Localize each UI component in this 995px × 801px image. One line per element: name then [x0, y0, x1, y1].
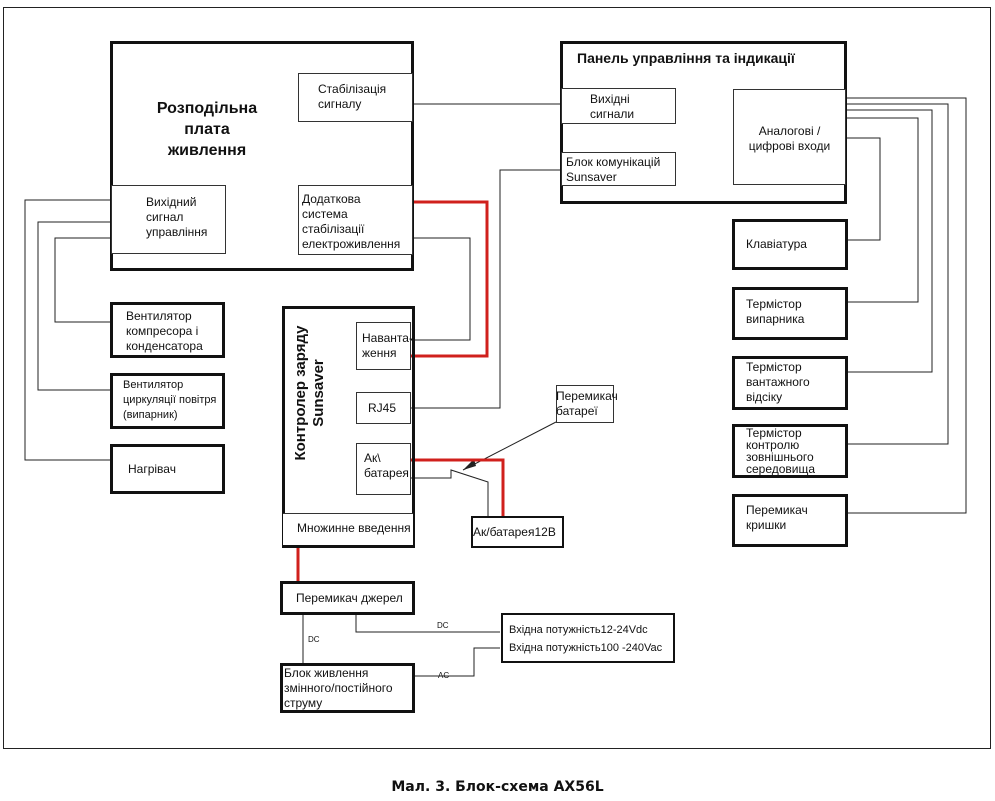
- wire-rj45: [411, 169, 562, 409]
- control-panel-title: Панель управління та індикації: [577, 50, 795, 66]
- wire-therm-evap: [846, 117, 919, 303]
- rj45-label: RJ45: [368, 401, 397, 415]
- wire-therm-env: [846, 103, 949, 445]
- multi-input-block: [283, 513, 413, 545]
- signal-stab-label: Стабілізація сигналу: [318, 82, 387, 111]
- load-label: Наванта- ження: [362, 331, 413, 360]
- multi-input-label: Множинне введення: [297, 521, 411, 535]
- fan-circulation-label: Вентилятор циркуляції повітря (випарник): [123, 379, 217, 421]
- extra-stab-block: [298, 185, 413, 255]
- charge-controller: [282, 306, 415, 548]
- panel-comm-label: Блок комунікацій Sunsaver: [566, 155, 661, 184]
- wire-label-ac: AC: [438, 671, 450, 680]
- battery-port-block: [356, 443, 411, 495]
- panel-outputs-block: [561, 88, 676, 124]
- thermistor-cargo-block: [732, 356, 848, 410]
- switch-arrowhead: [463, 459, 476, 470]
- wire-fan-circ: [37, 221, 111, 391]
- wire-fan-comp: [54, 237, 111, 323]
- thermistor-env-block: [732, 424, 848, 478]
- wire-dc-top: [355, 614, 500, 633]
- wire-therm-cargo: [846, 109, 933, 373]
- wire-label-dc-left: DC: [308, 635, 320, 644]
- thermistor-cargo-label: Термістор вантажного відсіку: [746, 360, 810, 404]
- figure-caption: Мал. 3. Блок-схема AX56L: [391, 779, 604, 795]
- extra-stab-label: Додаткова система стабілізації електрожи…: [302, 192, 401, 251]
- power-board: [110, 41, 414, 271]
- input-power-line2: Вхідна потужність100 -240Vac: [509, 642, 663, 654]
- battery-switch-label: Перемикач батареї: [556, 389, 618, 418]
- thermistor-evap-block: [732, 287, 848, 340]
- power-wire-battery: [411, 458, 505, 516]
- battery-12v-block: [471, 516, 564, 548]
- wire-heater: [24, 199, 111, 461]
- panel-comm-block: [561, 152, 676, 186]
- wire-ac: [412, 647, 500, 677]
- fan-circulation-block: [110, 373, 225, 429]
- psu-block: [280, 663, 415, 713]
- wire-switch-arrow: [462, 421, 557, 471]
- load-block: [356, 322, 411, 370]
- battery-switch-block: [556, 385, 614, 423]
- wire-keyboard: [846, 137, 881, 241]
- fan-compressor-block: [110, 302, 225, 358]
- wire-label-dc-top: DC: [437, 621, 449, 630]
- input-power-line1: Вхідна потужність12-24Vdc: [509, 624, 648, 636]
- wire-stab-load: [411, 237, 471, 341]
- power-board-title: Розподільна плата живлення: [156, 100, 258, 159]
- battery-12v-label: Ак/батарея12В: [473, 525, 556, 539]
- lid-switch-label: Перемикач кришки: [746, 503, 808, 532]
- control-out-block: [111, 185, 226, 254]
- input-power-block: [501, 613, 675, 663]
- signal-stab-block: [298, 73, 413, 122]
- thermistor-env-label: Термістор контролю зовнішнього середовищ…: [746, 427, 816, 475]
- panel-outputs-label: Вихідні сигнали: [590, 92, 635, 121]
- control-out-label: Вихідний сигнал управління: [146, 195, 208, 239]
- rj45-block: [356, 392, 411, 424]
- panel-inputs-label: Аналогові / цифрові входи: [748, 124, 831, 153]
- power-wire-stab-load: [411, 200, 489, 358]
- lid-switch-block: [732, 494, 848, 547]
- source-switch-label: Перемикач джерел: [296, 591, 403, 605]
- diagram-frame: [3, 7, 991, 749]
- wire-bat-switch: [411, 469, 489, 516]
- wire-lid: [846, 97, 967, 514]
- thermistor-evap-label: Термістор випарника: [746, 297, 805, 326]
- heater-label: Нагрівач: [128, 462, 176, 476]
- panel-inputs-block: [733, 89, 846, 185]
- source-switch-block: [280, 581, 415, 615]
- battery-port-label: Ак\ батарея: [364, 451, 409, 480]
- fan-compressor-label: Вентилятор компресора і конденсатора: [126, 309, 203, 353]
- psu-label: Блок живлення змінного/постійного струму: [284, 666, 393, 710]
- charge-controller-title: Контролер заряду Sunsaver: [292, 325, 327, 461]
- keyboard-block: [732, 219, 848, 270]
- heater-block: [110, 444, 225, 494]
- keyboard-label: Клавіатура: [746, 237, 807, 251]
